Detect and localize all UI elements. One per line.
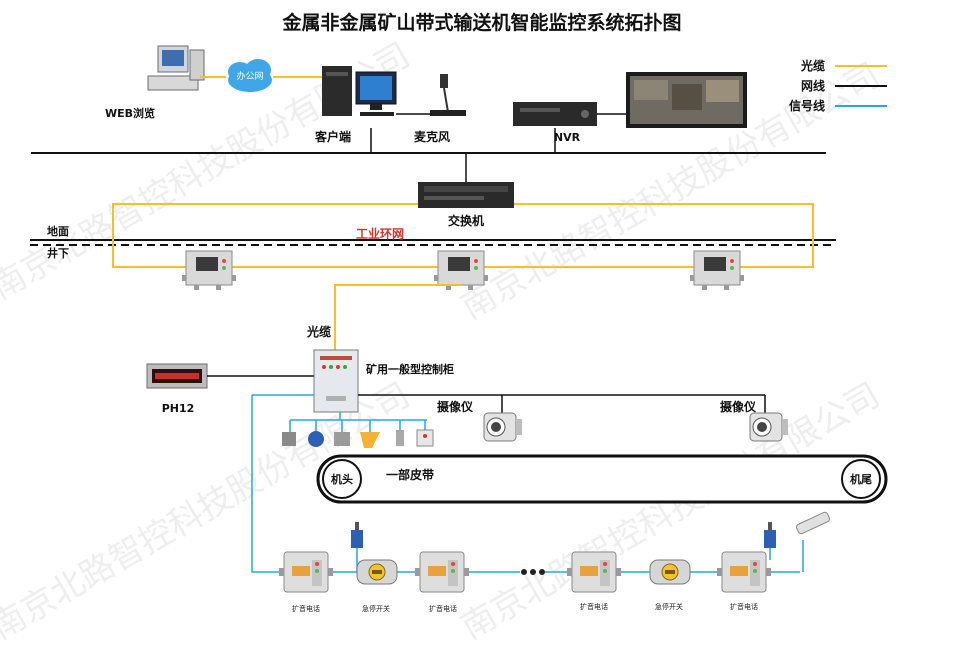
phone-icon [414,551,470,593]
diagram-title: 金属非金属矿山带式输送机智能监控系统拓扑图 [281,11,681,34]
phone-icon [566,551,622,593]
fiber-label: 光缆 [306,324,331,339]
pull-switch-icon [351,522,363,548]
office-network-cloud-icon [228,59,272,92]
legend-signal-label: 信号线 [789,98,825,113]
device-label: 扩音电话 [292,604,320,613]
signal-line-down [251,395,284,573]
switch-label: 交换机 [448,213,484,228]
camera-icon [483,412,523,442]
legend: 光缆 网线 信号线 [789,58,887,113]
nvr-icon [513,102,597,126]
belt-tail-label: 机尾 [850,472,872,486]
fiber-to-cabinet [334,284,462,350]
estop-icon [356,559,398,585]
legend-fiber-label: 光缆 [800,58,825,73]
client-computer-icon [322,66,397,116]
camera-label-2: 摄像仪 [720,399,757,414]
watermark-text: 南京北路智控科技股份有限公司 [0,375,417,648]
ph12-label: PH12 [162,402,195,415]
device-label: 扩音电话 [429,604,457,613]
belt-head-label: 机头 [331,472,353,486]
ring-node-box [181,250,237,291]
phone-icon [278,551,334,593]
microphone-icon [430,74,466,116]
device-label: 扩音电话 [730,602,758,611]
estop-icon [649,559,691,585]
belt-name-label: 一部皮带 [386,467,434,482]
sensor-group-icon [282,420,434,448]
client-label: 客户端 [314,129,351,144]
video-wall-monitor-icon [626,72,747,128]
ring-fiber-left [112,203,418,268]
belt-conveyor [316,454,888,504]
office-network-label: 办公网 [236,70,263,82]
ring-node-box [689,250,745,291]
device-label: 急停开关 [655,602,683,611]
camera-label-1: 摄像仪 [437,399,474,414]
nvr-label: NVR [554,131,581,144]
ring-fiber-right [514,203,814,268]
device-label: 扩音电话 [580,602,608,611]
ellipsis-dots [521,569,545,575]
ground-label: 地面 [47,224,69,238]
web-browse-label: WEB浏览 [105,106,155,120]
device-label: 急停开关 [362,604,390,613]
pull-switch-icon [764,522,776,548]
switch-icon [418,182,514,208]
industrial-ring-label: 工业环网 [356,226,404,241]
microphone-label: 麦克风 [414,129,450,144]
underground-label: 井下 [47,246,69,260]
control-cabinet-icon [313,349,359,413]
ph12-display-icon [146,363,208,389]
legend-cable-label: 网线 [801,78,825,93]
camera-icon [749,412,789,442]
cabinet-label: 矿用一般型控制柜 [366,362,454,376]
deviation-sensor-icon [795,511,831,535]
phone-icon [716,551,772,593]
web-computer-icon [147,45,205,91]
